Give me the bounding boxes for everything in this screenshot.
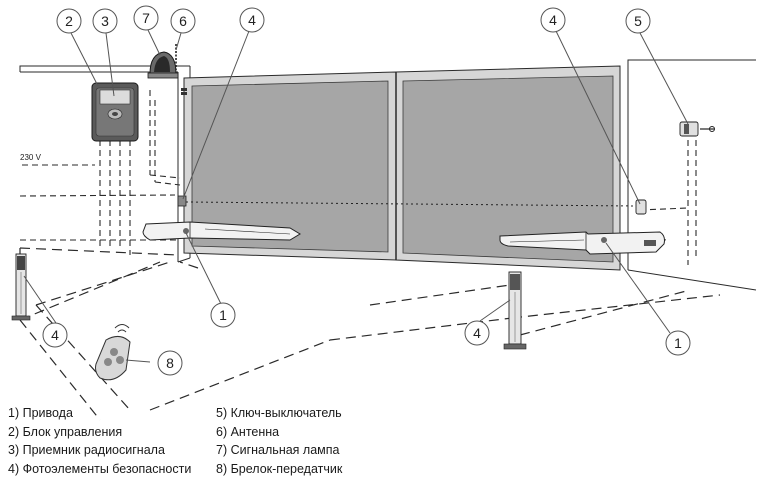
legend-item: 8) Брелок-передатчик — [216, 461, 343, 476]
callout-5: 5 — [625, 8, 651, 34]
ground-outline — [19, 247, 721, 421]
callout-leaders — [23, 29, 689, 363]
legend-item: 5) Ключ-выключатель — [216, 406, 342, 420]
svg-text:1: 1 — [674, 335, 682, 351]
legend-right: 5) Ключ-выключатель 6) Антенна 7) Сигнал… — [216, 404, 342, 478]
callout-8: 8 — [157, 350, 183, 376]
svg-text:2: 2 — [65, 13, 73, 29]
callout-6: 6 — [170, 8, 196, 34]
svg-text:4: 4 — [549, 12, 557, 28]
callout-4-gate-left: 4 — [239, 7, 265, 33]
legend-item: 2) Блок управления — [8, 424, 123, 439]
svg-text:5: 5 — [634, 13, 642, 29]
svg-text:3: 3 — [101, 13, 109, 29]
remote-transmitter — [95, 324, 131, 381]
callout-4-column-right: 4 — [464, 320, 490, 346]
photocell-beam — [185, 201, 637, 207]
voltage-label: 230 V — [20, 153, 42, 162]
signal-lamp — [147, 51, 179, 79]
callout-4-column-left: 4 — [42, 322, 68, 348]
callouts: 2 3 7 6 4 4 5 1 — [42, 5, 691, 376]
callout-1-left: 1 — [210, 302, 236, 328]
callout-2: 2 — [56, 8, 82, 34]
svg-text:4: 4 — [473, 325, 481, 341]
gate-right-panel — [402, 75, 614, 263]
svg-text:1: 1 — [219, 307, 227, 323]
svg-text:8: 8 — [166, 355, 174, 371]
svg-text:4: 4 — [248, 12, 256, 28]
svg-text:7: 7 — [142, 10, 150, 26]
actuator-right — [499, 231, 665, 255]
callout-1-right: 1 — [665, 330, 691, 356]
svg-text:4: 4 — [51, 327, 59, 343]
legend-left: 1) Привода 2) Блок управления 3) Приемни… — [8, 404, 191, 478]
legend-item: 1) Привода — [8, 406, 73, 420]
callout-3: 3 — [92, 8, 118, 34]
legend-item: 4) Фотоэлементы безопасности — [8, 461, 192, 476]
radio-receiver — [99, 89, 131, 105]
key-switch — [679, 121, 715, 137]
legend-item: 6) Антенна — [216, 424, 280, 439]
gate — [181, 65, 621, 271]
photocell-right-wall — [635, 199, 647, 215]
legend-item: 7) Сигнальная лампа — [216, 443, 340, 457]
callout-7: 7 — [133, 5, 159, 31]
callout-4-wall-right: 4 — [540, 7, 566, 33]
svg-text:6: 6 — [179, 13, 187, 29]
photocell-column-right — [503, 271, 527, 350]
actuator-left — [142, 221, 301, 241]
gate-left-panel — [191, 80, 389, 253]
legend-item: 3) Приемник радиосигнала — [8, 443, 165, 457]
control-unit — [91, 82, 139, 142]
photocell-column-left — [11, 253, 31, 321]
right-wall — [627, 59, 757, 291]
photocell-left-post — [177, 195, 187, 207]
